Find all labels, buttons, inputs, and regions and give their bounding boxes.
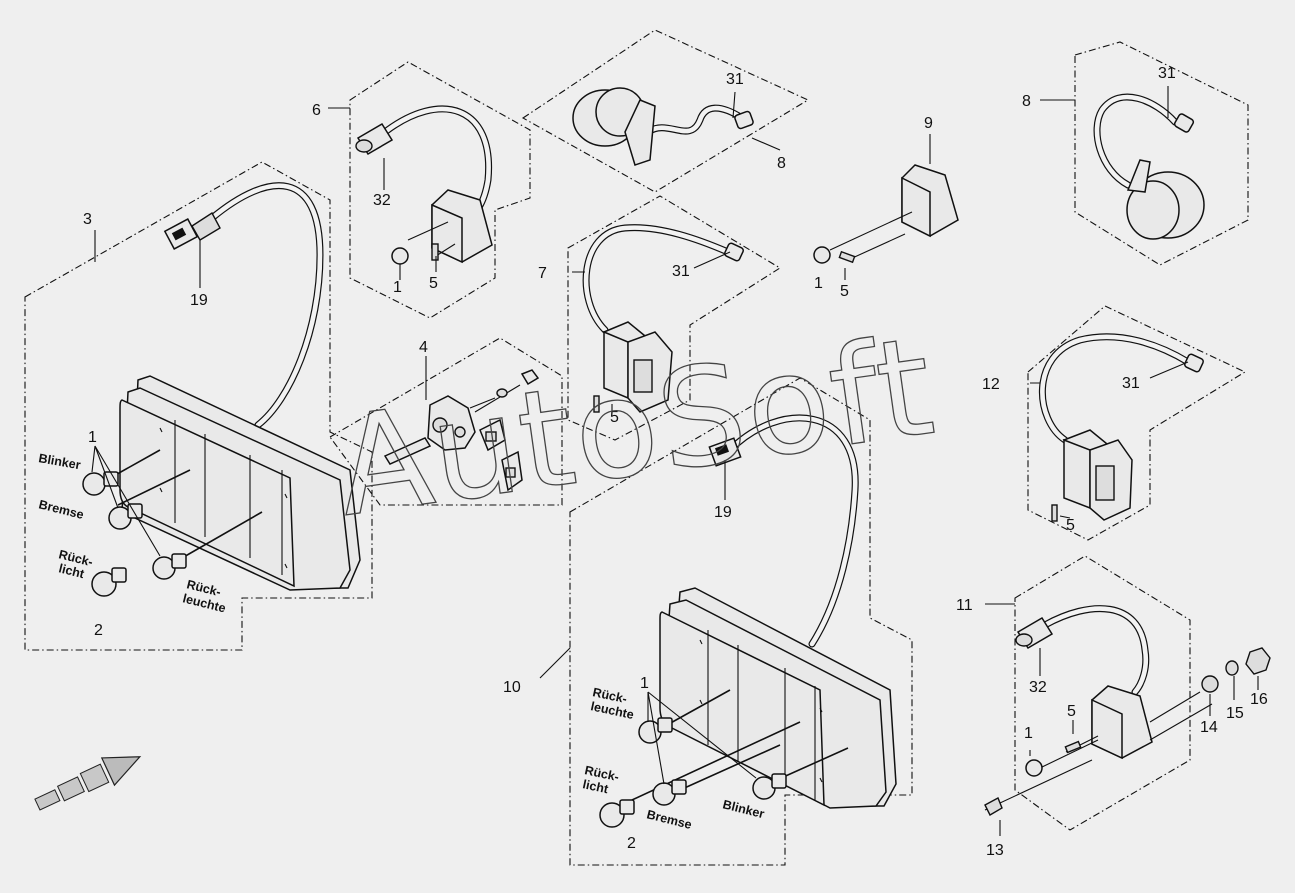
callout-5-lamp12: 5 — [1066, 517, 1075, 534]
callout-31-lamp12: 31 — [1122, 375, 1140, 392]
bulb-blinker-right — [752, 773, 787, 800]
callout-19-right: 19 — [714, 504, 732, 521]
callout-1-lamp9: 1 — [814, 275, 823, 292]
bulb-rueckleuchte-left — [152, 553, 187, 580]
label-blinker-left: Blinker — [37, 451, 81, 472]
direction-arrow-icon — [34, 756, 142, 811]
group-outline-8-right — [1074, 41, 1249, 266]
callout-2-right: 2 — [627, 835, 636, 852]
marker-lamp-9 — [813, 164, 959, 264]
callout-19-left: 19 — [190, 292, 208, 309]
bulb-bremse-right — [652, 779, 687, 806]
callout-4: 4 — [419, 339, 428, 356]
callout-5-lamp6: 5 — [429, 275, 438, 292]
callout-32-top: 32 — [373, 192, 391, 209]
label-leuchte-right: leuchte — [589, 699, 635, 722]
callout-32-bottom: 32 — [1029, 679, 1047, 696]
group-outline-8-top — [521, 29, 810, 193]
callout-1-left: 1 — [88, 429, 97, 446]
callout-5-lamp11: 5 — [1067, 703, 1076, 720]
callout-14: 14 — [1200, 719, 1218, 736]
group-outline-10 — [569, 377, 913, 866]
callout-5-lamp7: 5 — [610, 409, 619, 426]
group-outline-12 — [1027, 305, 1247, 541]
rear-lamp-10 — [631, 414, 897, 809]
group-outline-3 — [24, 161, 373, 651]
side-lamp-7 — [582, 224, 744, 413]
callout-31-lamp7: 31 — [672, 263, 690, 280]
bulb-ruecklicht-right — [599, 799, 635, 828]
callout-11: 11 — [956, 597, 973, 614]
bulb-ruecklicht-left — [91, 567, 127, 597]
callout-1-right: 1 — [640, 675, 649, 692]
round-lamp-8-right — [1093, 93, 1205, 240]
callout-6: 6 — [312, 102, 321, 119]
group-outline-11 — [1014, 555, 1191, 831]
side-lamp-12 — [1038, 333, 1204, 522]
callout-2-left: 2 — [94, 622, 103, 639]
callout-13: 13 — [986, 842, 1004, 859]
label-blinker-right: Blinker — [721, 797, 766, 821]
label-bremse-left: Bremse — [37, 497, 85, 522]
callout-3: 3 — [83, 211, 92, 228]
callout-12: 12 — [982, 376, 1000, 393]
callout-9: 9 — [924, 115, 933, 132]
bulb-rueckleuchte-right — [638, 717, 673, 744]
callout-15: 15 — [1226, 705, 1244, 722]
callout-31-right: 31 — [1158, 65, 1176, 82]
callout-8-right: 8 — [1022, 93, 1031, 110]
callout-8-top: 8 — [777, 155, 786, 172]
group-outline-4 — [329, 337, 563, 506]
callout-5-lamp9: 5 — [840, 283, 849, 300]
callout-7: 7 — [538, 265, 547, 282]
rear-lamp-3 — [109, 182, 361, 591]
marker-lamp-11 — [984, 605, 1271, 816]
callout-1-lamp6: 1 — [393, 279, 402, 296]
label-licht-left: licht — [57, 561, 86, 581]
marker-lamp-6 — [355, 105, 493, 265]
leader-lines — [94, 86, 1259, 836]
round-lamp-8-top — [572, 87, 754, 166]
callout-10: 10 — [503, 679, 521, 696]
group-outline-6 — [349, 61, 531, 319]
label-licht-right: licht — [581, 777, 610, 796]
callout-16: 16 — [1250, 691, 1268, 708]
callout-31-top: 31 — [726, 71, 744, 88]
label-bremse-right: Bremse — [645, 807, 693, 832]
bracket-assembly-4 — [383, 369, 540, 492]
callout-1-lamp11: 1 — [1024, 725, 1033, 742]
group-outline-7 — [567, 195, 782, 441]
